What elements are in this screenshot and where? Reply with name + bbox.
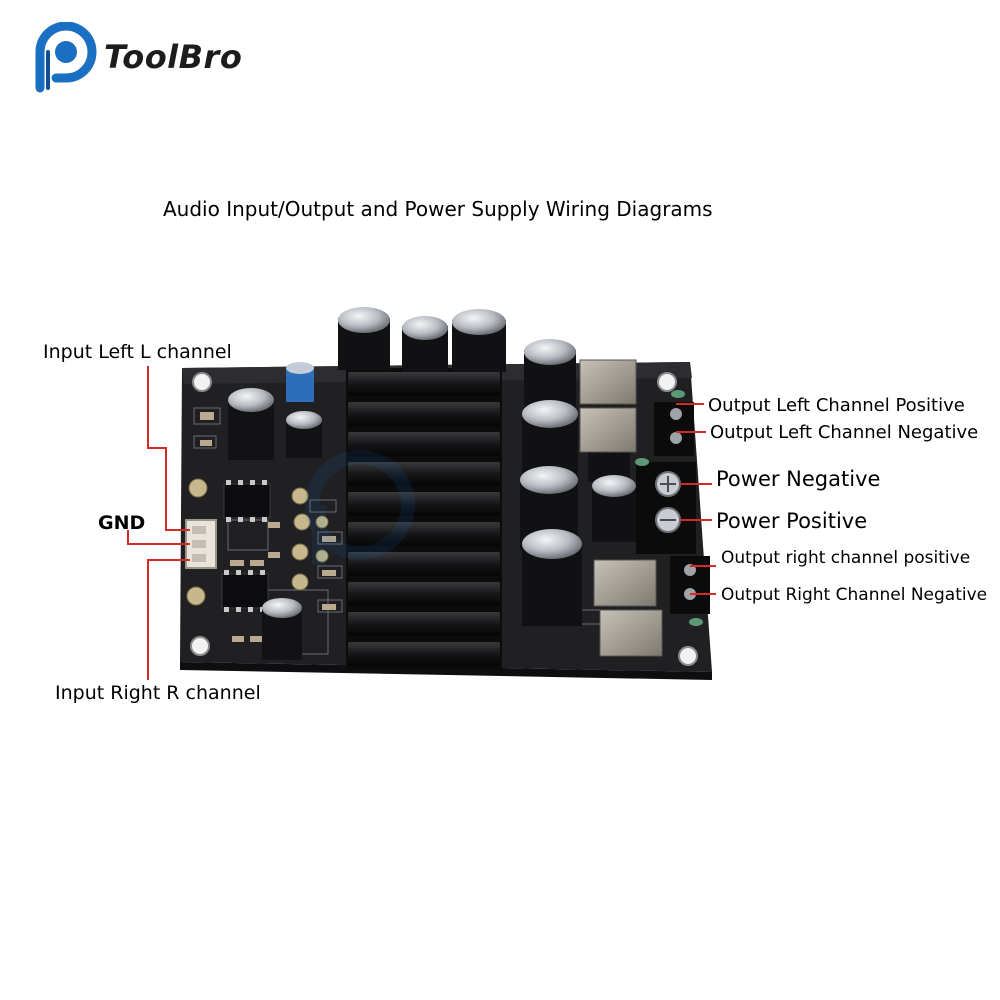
electrolytic-capacitors	[228, 307, 636, 660]
page-title: Audio Input/Output and Power Supply Wiri…	[163, 197, 713, 221]
label-output-left-negative: Output Left Channel Negative	[710, 422, 979, 443]
label-output-right-positive: Output right channel positive	[721, 548, 971, 568]
label-gnd: GND	[98, 512, 146, 534]
output-right-terminal	[670, 556, 710, 614]
power-terminal	[636, 462, 696, 554]
label-input-left-channel: Input Left L channel	[43, 341, 232, 363]
brand-name: ToolBro	[104, 38, 243, 76]
wiring-leader-lines	[127, 366, 716, 680]
heatsink	[346, 368, 502, 670]
label-output-left-positive: Output Left Channel Positive	[708, 395, 965, 416]
label-power-negative: Power Negative	[716, 467, 881, 491]
label-input-right-channel: Input Right R channel	[55, 682, 261, 704]
output-left-terminal	[654, 402, 694, 456]
label-output-right-negative: Output Right Channel Negative	[721, 585, 988, 605]
op-amp-chips	[221, 480, 271, 612]
inductors	[579, 359, 663, 657]
small-capacitors	[186, 478, 329, 606]
label-power-positive: Power Positive	[716, 509, 868, 533]
input-connector	[185, 519, 217, 569]
toolbro-logo-icon	[35, 22, 97, 93]
